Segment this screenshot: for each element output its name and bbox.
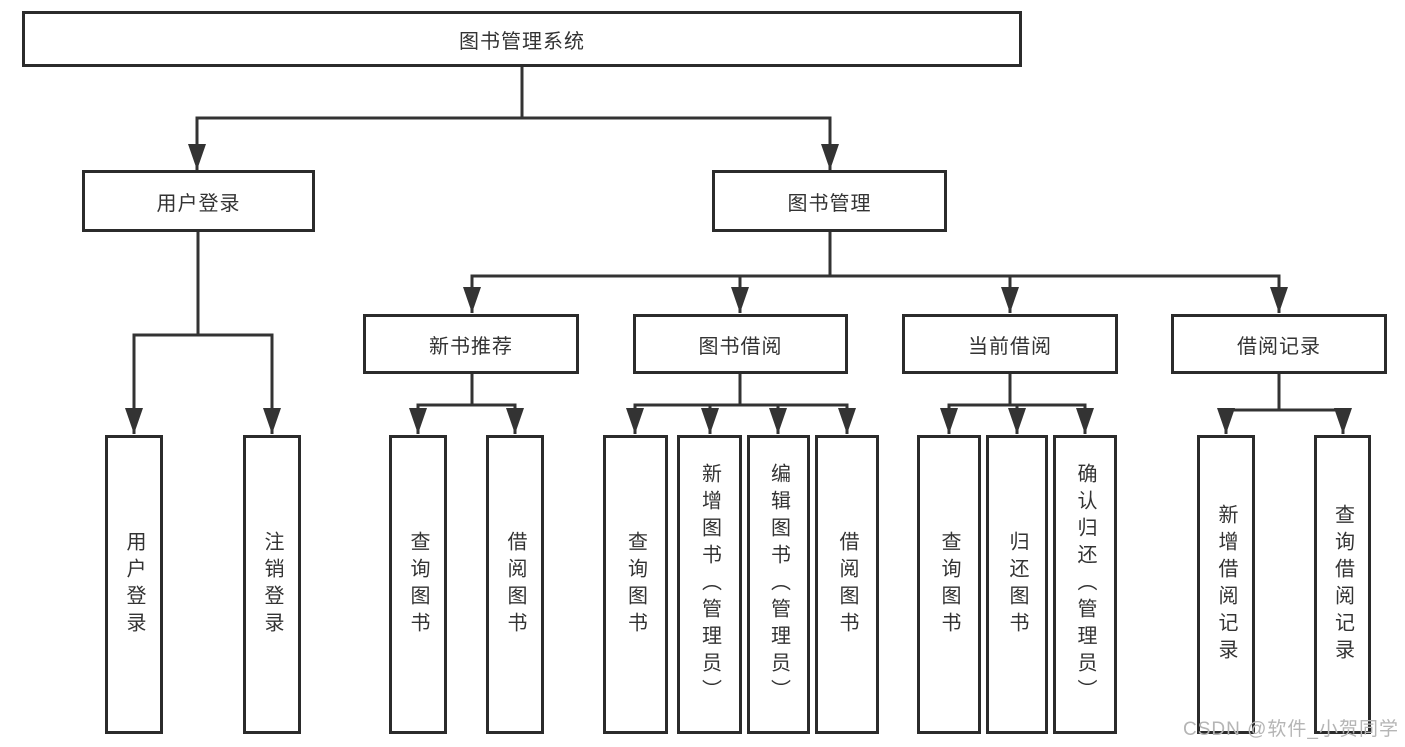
leaf-edit-books-admin: 编辑图书（管理员） xyxy=(747,435,810,734)
leaf-borrow-books-recommend: 借阅图书 xyxy=(486,435,544,734)
leaf-query-borrow-record-label: 查询借阅记录 xyxy=(1331,503,1354,666)
node-borrow-records: 借阅记录 xyxy=(1171,314,1387,374)
leaf-borrow-books-borrow: 借阅图书 xyxy=(815,435,879,734)
leaf-confirm-return-admin: 确认归还（管理员） xyxy=(1053,435,1117,734)
node-new-book-recommend: 新书推荐 xyxy=(363,314,579,374)
leaf-borrow-books-recommend-label: 借阅图书 xyxy=(504,530,526,639)
node-current-borrow: 当前借阅 xyxy=(902,314,1118,374)
leaf-add-borrow-record-label: 新增借阅记录 xyxy=(1215,503,1237,666)
leaf-user-login: 用户登录 xyxy=(105,435,163,734)
leaf-logout-label: 注销登录 xyxy=(261,530,283,639)
leaf-return-books: 归还图书 xyxy=(986,435,1048,734)
leaf-add-books-admin: 新增图书（管理员） xyxy=(677,435,742,734)
node-user-login: 用户登录 xyxy=(82,170,315,232)
leaf-edit-books-admin-label: 编辑图书（管理员） xyxy=(767,463,790,706)
leaf-borrow-books-borrow-label: 借阅图书 xyxy=(836,530,858,639)
leaf-return-books-label: 归还图书 xyxy=(1006,530,1028,639)
leaf-query-books-borrow: 查询图书 xyxy=(603,435,668,734)
leaf-query-books-current: 查询图书 xyxy=(917,435,981,734)
leaf-add-borrow-record: 新增借阅记录 xyxy=(1197,435,1255,734)
leaf-query-books-recommend: 查询图书 xyxy=(389,435,447,734)
leaf-logout: 注销登录 xyxy=(243,435,301,734)
leaf-add-books-admin-label: 新增图书（管理员） xyxy=(698,463,721,706)
leaf-query-books-borrow-label: 查询图书 xyxy=(624,530,647,639)
leaf-query-books-current-label: 查询图书 xyxy=(938,530,960,639)
leaf-user-login-label: 用户登录 xyxy=(123,530,145,639)
node-book-borrow: 图书借阅 xyxy=(633,314,848,374)
leaf-confirm-return-admin-label: 确认归还（管理员） xyxy=(1074,463,1096,706)
leaf-query-borrow-record: 查询借阅记录 xyxy=(1314,435,1371,734)
leaf-query-books-recommend-label: 查询图书 xyxy=(407,530,429,639)
node-root: 图书管理系统 xyxy=(22,11,1022,67)
watermark-text: CSDN @软件_小贺同学 xyxy=(1183,719,1399,740)
node-book-management: 图书管理 xyxy=(712,170,947,232)
